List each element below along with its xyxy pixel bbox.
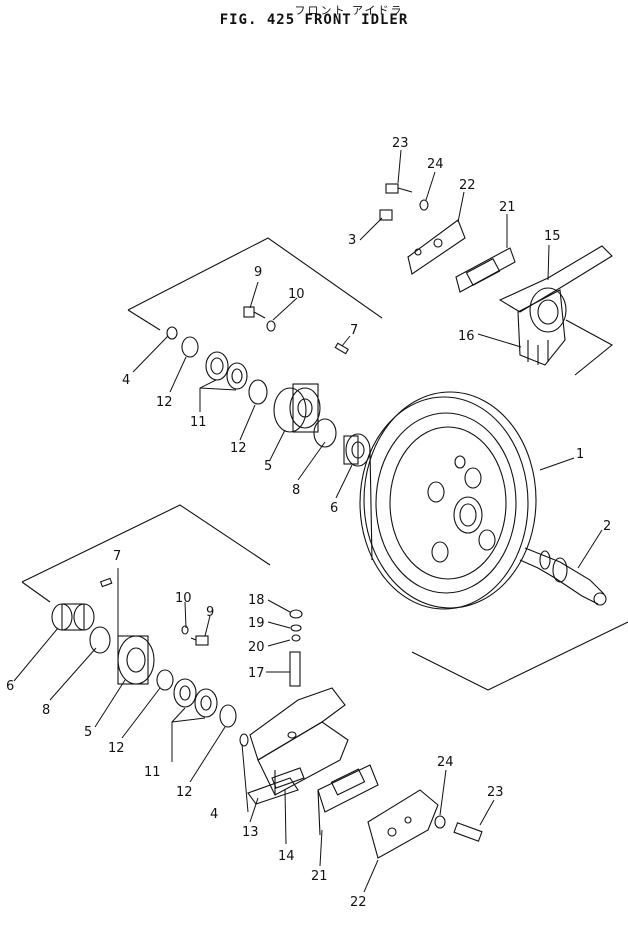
lower-bearing-assembly <box>51 577 249 747</box>
callout-10: 10 <box>288 287 305 302</box>
lower-shim-assembly <box>317 764 483 859</box>
callout-24: 24 <box>437 755 454 770</box>
callout-15: 15 <box>544 229 561 244</box>
callout-23: 23 <box>487 785 504 800</box>
callout-22: 22 <box>459 178 476 193</box>
callout-8: 8 <box>292 483 300 498</box>
callout-21: 21 <box>311 869 328 884</box>
callout-23: 23 <box>392 136 409 151</box>
callout-4: 4 <box>122 373 130 388</box>
callout-12: 12 <box>230 441 247 456</box>
callout-9: 9 <box>206 605 214 620</box>
upper-guard-assembly <box>379 183 613 366</box>
callout-7: 7 <box>350 323 358 338</box>
lower-bracket-assembly <box>247 609 349 805</box>
callout-5: 5 <box>84 725 92 740</box>
callout-12: 12 <box>156 395 173 410</box>
callout-13: 13 <box>242 825 259 840</box>
diagram-title: FIG. 425 FRONT IDLER <box>219 12 409 28</box>
callout-12: 12 <box>176 785 193 800</box>
callout-9: 9 <box>254 265 262 280</box>
callout-6: 6 <box>330 501 338 516</box>
callout-22: 22 <box>350 895 367 910</box>
callout-20: 20 <box>248 640 265 655</box>
idler-shaft <box>519 547 607 606</box>
callout-2: 2 <box>603 519 611 534</box>
leader-lines <box>13 149 603 893</box>
callout-labels: 1 2 3 4 4 5 5 6 6 7 7 8 8 9 9 10 10 11 1… <box>6 136 611 910</box>
callout-16: 16 <box>458 329 475 344</box>
upper-bearing-assembly <box>166 306 371 467</box>
callout-3: 3 <box>348 233 356 248</box>
diagram-title-japanese: フロント アイドラ <box>294 4 404 17</box>
callout-1: 1 <box>576 447 584 462</box>
callout-12: 12 <box>108 741 125 756</box>
callout-4: 4 <box>210 807 218 822</box>
callout-24: 24 <box>427 157 444 172</box>
idler-wheel <box>359 391 537 610</box>
callout-6: 6 <box>6 679 14 694</box>
group-boundary-lines <box>21 237 628 691</box>
callout-14: 14 <box>278 849 295 864</box>
callout-11: 11 <box>144 765 161 780</box>
callout-5: 5 <box>264 459 272 474</box>
callout-11: 11 <box>190 415 207 430</box>
callout-18: 18 <box>248 593 265 608</box>
callout-8: 8 <box>42 703 50 718</box>
callout-7: 7 <box>113 549 121 564</box>
callout-21: 21 <box>499 200 516 215</box>
callout-19: 19 <box>248 616 265 631</box>
callout-10: 10 <box>175 591 192 606</box>
callout-17: 17 <box>248 666 265 681</box>
